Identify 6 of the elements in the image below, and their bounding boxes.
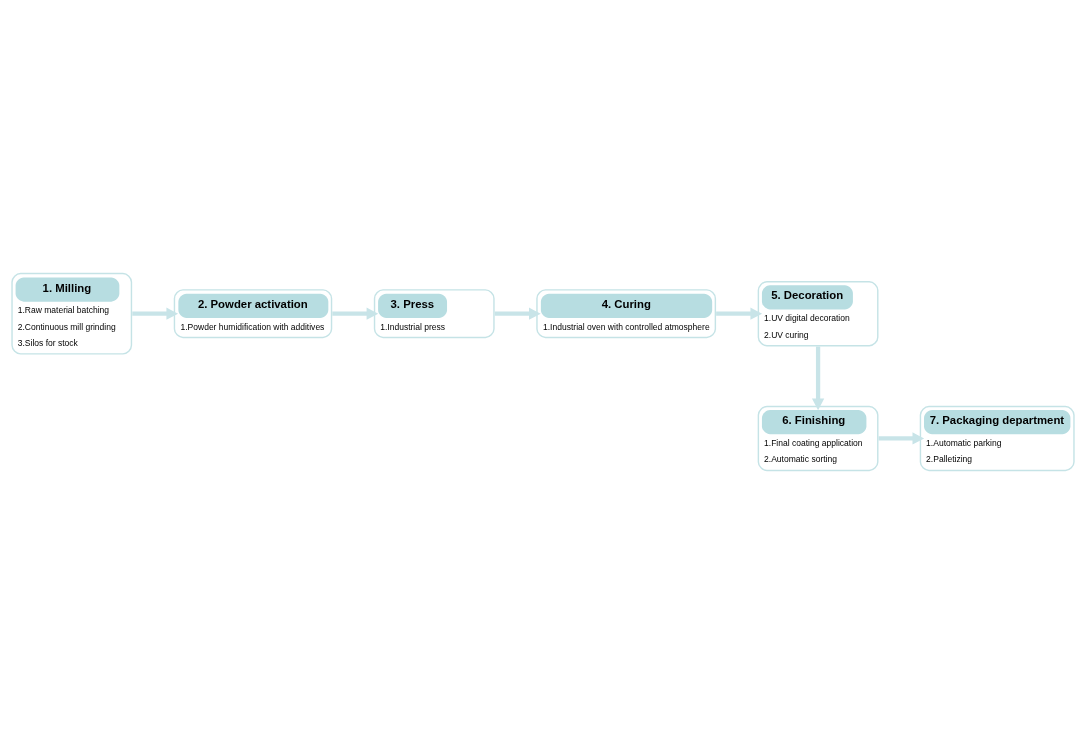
arrow: [878, 431, 925, 445]
arrow: [494, 307, 541, 320]
arrow: [716, 307, 763, 320]
arrow: [132, 307, 179, 320]
arrow: [811, 346, 825, 410]
arrow: [332, 307, 379, 320]
